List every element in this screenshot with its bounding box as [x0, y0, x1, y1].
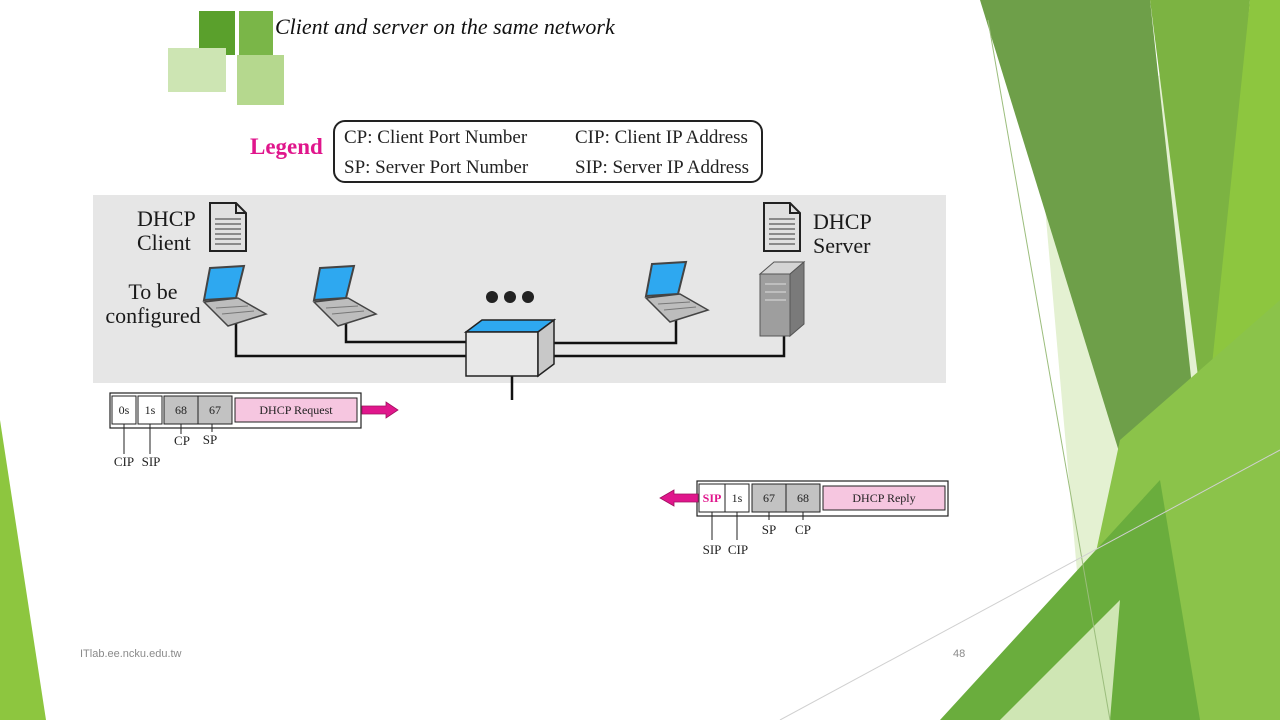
legend-item-cp: CP: Client Port Number [344, 127, 528, 148]
footer-site: ITlab.ee.ncku.edu.tw [80, 648, 182, 660]
switch-icon [463, 318, 557, 378]
request-label-cp: CP [174, 433, 190, 448]
reply-field-sip: SIP [703, 491, 722, 505]
corner-square-light [168, 48, 226, 92]
legend-item-cip: CIP: Client IP Address [575, 127, 748, 148]
reply-arrow-icon [659, 489, 699, 507]
reply-field-cp: 68 [797, 491, 809, 505]
dhcp-client-label-line1: DHCP [137, 206, 196, 231]
dhcp-server-label-line1: DHCP [813, 209, 872, 234]
reply-packet: SIP 1s 67 68 DHCP Reply SIP CIP SP CP [659, 480, 949, 557]
request-message: DHCP Request [259, 403, 333, 417]
laptop-icon-host-3 [644, 260, 710, 323]
request-field-cp: 68 [175, 403, 187, 417]
slide-title: Client and server on the same network [275, 14, 615, 39]
configured-label-line2: configured [105, 303, 201, 328]
legend-item-sp: SP: Server Port Number [344, 157, 529, 178]
right-shape-green [1150, 0, 1250, 470]
bottom-shape-dark [940, 480, 1200, 720]
request-field-sip: 1s [145, 403, 156, 417]
right-shape-olive [980, 0, 1200, 520]
request-label-sip: SIP [142, 454, 161, 469]
laptop-icon-host-2 [312, 264, 378, 327]
corner-square-mid [239, 11, 273, 55]
laptop-icon-client [202, 264, 268, 327]
legend-box [333, 120, 763, 183]
corner-square-dark [199, 11, 235, 55]
request-arrow-icon [361, 401, 399, 419]
reply-label-cip: CIP [728, 542, 748, 557]
dhcp-server-label: DHCP Server [813, 210, 872, 258]
document-icon-server [763, 202, 801, 252]
reply-field-cip: 1s [732, 491, 743, 505]
reply-field-sp: 67 [763, 491, 775, 505]
request-label-cip: CIP [114, 454, 134, 469]
bottom-shape-light [1000, 600, 1120, 720]
legend-item-sip: SIP: Server IP Address [575, 157, 749, 178]
document-icon-client [209, 202, 247, 252]
server-tower-icon [758, 260, 806, 338]
configured-label-line1: To be [128, 279, 178, 304]
dhcp-client-label: DHCP Client [137, 207, 196, 255]
request-packet: 0s 1s 68 67 DHCP Request CIP SIP CP SP [109, 392, 399, 469]
request-field-cip: 0s [119, 403, 130, 417]
left-triangle [0, 420, 46, 720]
reply-message: DHCP Reply [852, 491, 915, 505]
dhcp-client-label-line2: Client [137, 230, 191, 255]
more-hosts-ellipsis-icon [486, 291, 534, 303]
reply-label-sip: SIP [703, 542, 722, 557]
request-field-sp: 67 [209, 403, 221, 417]
request-label-sp: SP [203, 432, 217, 447]
dhcp-server-label-line2: Server [813, 233, 871, 258]
reply-label-cp: CP [795, 522, 811, 537]
legend-heading: Legend [250, 134, 323, 159]
to-be-configured-label: To be configured [100, 280, 206, 328]
reply-label-sp: SP [762, 522, 776, 537]
page-number: 48 [953, 648, 966, 660]
corner-square-light2 [236, 55, 284, 105]
